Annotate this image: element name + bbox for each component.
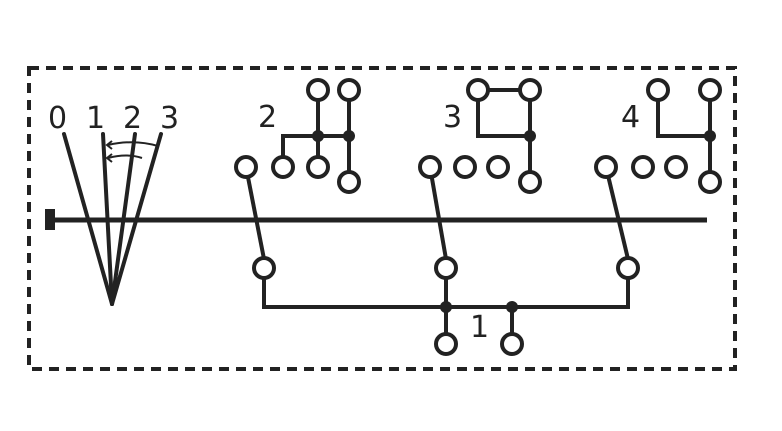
terminal-contact [500,332,524,356]
terminal-contact [646,78,670,102]
terminal-contact [698,78,722,102]
switch-label-2: 2 [258,100,277,135]
terminals [234,78,722,356]
switch-blade-3 [428,166,448,260]
terminal-contact [271,155,295,179]
position-label-2: 2 [123,101,142,136]
junction-dot [704,130,716,142]
terminal-contact [486,155,510,179]
position-label-1: 1 [86,101,105,136]
terminal-contact [234,155,258,179]
switch-label-4: 4 [621,100,640,135]
terminal-contact [453,155,477,179]
switch-blade-2 [244,166,266,260]
junction-dot [524,130,536,142]
terminal-contact [664,155,688,179]
position-label-0: 0 [48,101,67,136]
terminal-contact [466,78,490,102]
terminal-contact [306,155,330,179]
terminal-contact [337,170,361,194]
terminal-contact [434,332,458,356]
bus-junction [506,301,518,313]
terminal-contact [518,78,542,102]
position-label-3: 3 [160,101,179,136]
terminal-contact [518,170,542,194]
pivot-contact [434,256,458,280]
pivot-contact [616,256,640,280]
terminal-contact [337,78,361,102]
pivot-contact [252,256,276,280]
terminal-contact [418,155,442,179]
junction-dot [343,130,355,142]
junction-dot [312,130,324,142]
bus-junction [440,301,452,313]
terminal-contact [594,155,618,179]
enclosure-border [27,66,737,371]
rotation-arrows [105,140,159,163]
switch-label-3: 3 [443,100,462,135]
terminal-contact [698,170,722,194]
switch-label-1: 1 [470,310,489,345]
switch-blade-4 [604,166,630,260]
terminal-contact [306,78,330,102]
terminal-contact [631,155,655,179]
